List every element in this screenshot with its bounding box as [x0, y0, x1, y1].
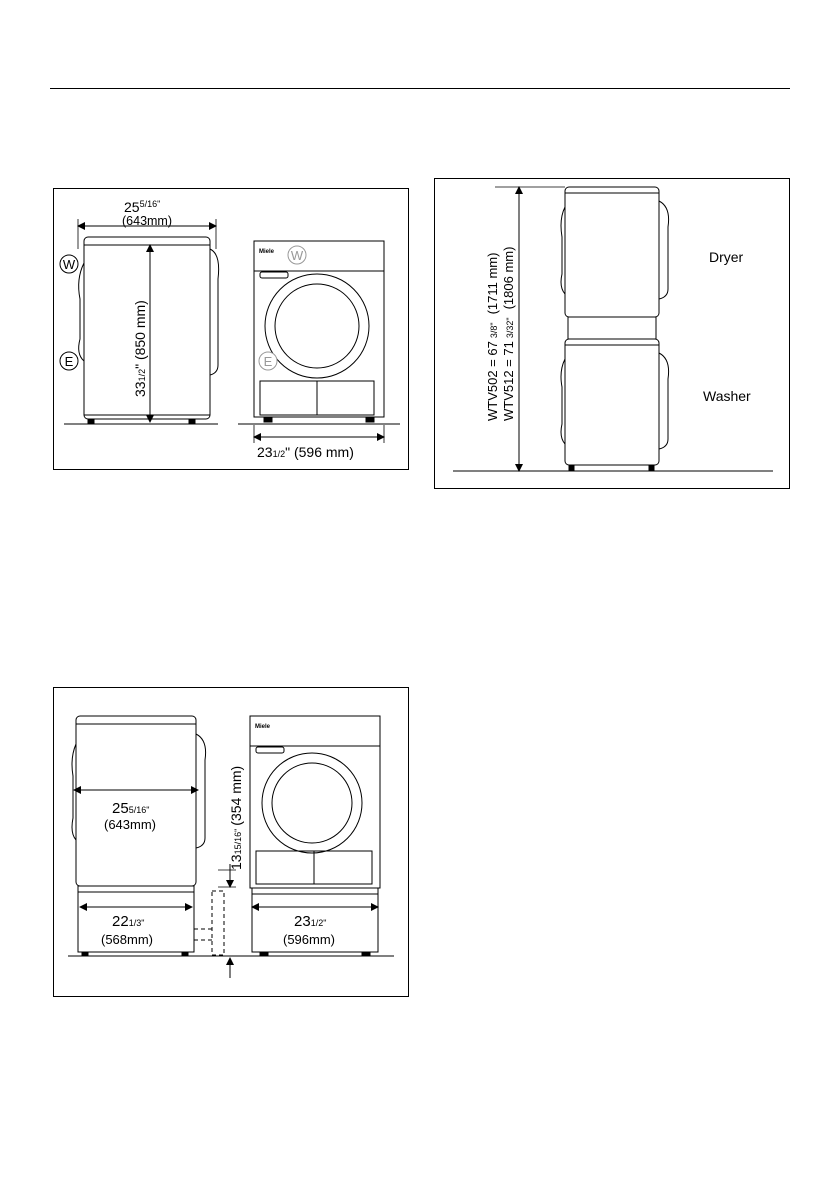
dryer-depth-label: 255/16"	[112, 800, 149, 817]
depth-mm-label: (643mm)	[122, 214, 172, 228]
pedestal-dimensions-drawing: 255/16" (643mm) 221/3" (568mm) 1315/16"(…	[54, 688, 409, 997]
depth-label: 255/16"	[124, 199, 160, 215]
brand-logo: Miele	[255, 724, 271, 730]
marker-w-side: W	[60, 255, 78, 273]
pedestal-width-label: 231/2"	[294, 913, 326, 930]
marker-e-front: E	[259, 352, 277, 370]
height-label: 331/2" (850 mm)	[132, 300, 148, 397]
washer-label: Washer	[703, 388, 751, 404]
pedestal-width-mm-label: (596mm)	[283, 932, 335, 947]
dryer-unit-side	[561, 187, 669, 317]
pedestal-depth-label: 221/3"	[112, 913, 144, 930]
figure-stacked-dimensions: WTV502 = 673/8"(1711 mm) WTV512 = 713/32…	[434, 178, 790, 489]
brand-logo: Miele	[259, 249, 275, 255]
dryer-label: Dryer	[709, 249, 744, 265]
dryer-front-view	[254, 241, 384, 422]
dryer-depth-mm-label: (643mm)	[104, 817, 156, 832]
stacking-kit	[568, 317, 656, 339]
svg-text:W: W	[291, 248, 304, 263]
marker-w-front: W	[288, 246, 306, 264]
dryer-side-view	[79, 237, 219, 423]
dryer-dimensions-drawing: W E 255/16" (643mm) 331/2" (850 mm) Miel…	[54, 189, 409, 470]
svg-text:W: W	[63, 257, 76, 272]
figure-pedestal-dimensions: 255/16" (643mm) 221/3" (568mm) 1315/16"(…	[53, 687, 409, 997]
dryer-side-view	[72, 716, 206, 886]
washer-unit-side	[561, 339, 669, 470]
header-rule	[50, 88, 790, 89]
svg-text:E: E	[264, 354, 273, 369]
wtv512-height-label: WTV512 = 713/32"(1806 mm)	[501, 247, 516, 421]
figure-dryer-dimensions: W E 255/16" (643mm) 331/2" (850 mm) Miel…	[53, 188, 409, 470]
marker-e-side: E	[60, 352, 78, 370]
width-label: 231/2" (596 mm)	[257, 444, 354, 460]
wtv502-height-label: WTV502 = 673/8"(1711 mm)	[485, 253, 500, 421]
svg-text:E: E	[65, 354, 74, 369]
pedestal-height-label: 1315/16"(354 mm)	[228, 766, 244, 870]
dryer-front-view	[250, 716, 380, 888]
stacked-dimensions-drawing: WTV502 = 673/8"(1711 mm) WTV512 = 713/32…	[435, 179, 790, 489]
pedestal-height-guide	[194, 891, 224, 955]
pedestal-depth-mm-label: (568mm)	[101, 932, 153, 947]
